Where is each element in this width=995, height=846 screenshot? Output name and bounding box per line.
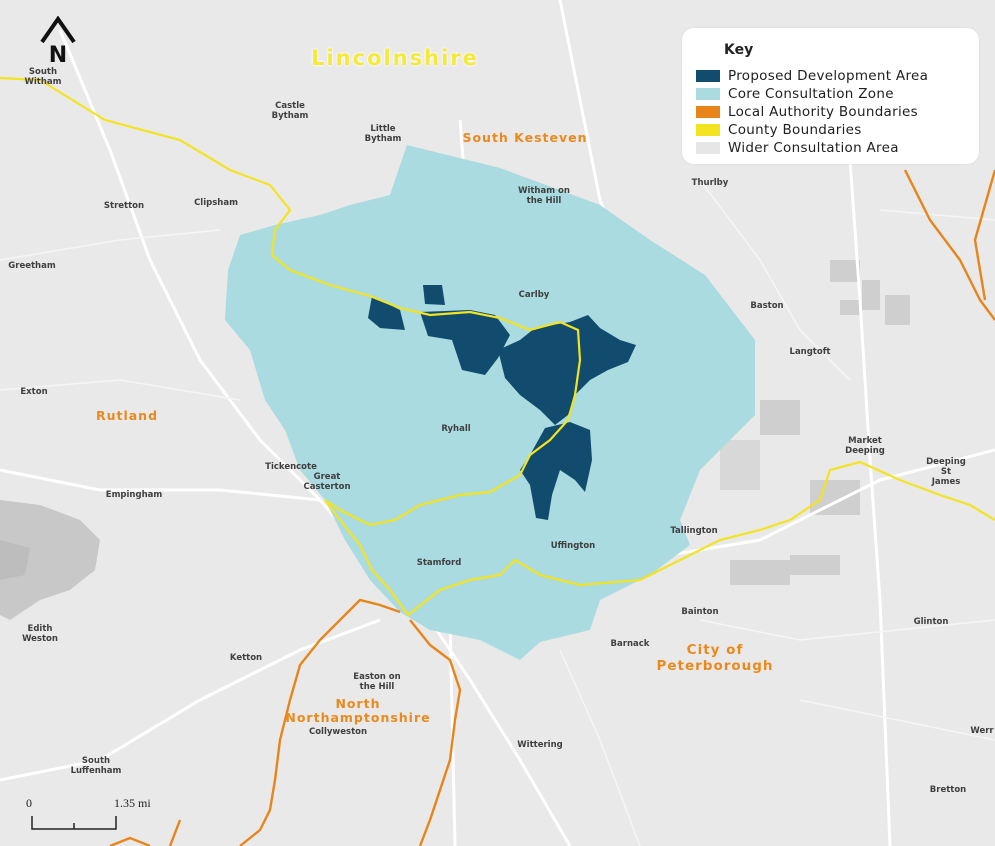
legend-label: Core Consultation Zone [728, 86, 894, 102]
region-label-north-northamptonshire: North Northamptonshire [285, 696, 431, 725]
place-label: Langtoft [789, 347, 831, 357]
minor-roads [0, 179, 995, 846]
core-consultation-zone [225, 145, 755, 660]
county-label-lincolnshire: Lincolnshire [311, 46, 479, 70]
place-label: Ketton [229, 653, 263, 663]
region-label-city-of-peterborough: City of Peterborough [656, 642, 774, 674]
proposed-development-area [368, 285, 636, 520]
place-label: Stretton [103, 201, 145, 211]
place-label: Tickencote [265, 462, 317, 472]
county-boundary [0, 76, 995, 617]
place-label: Bretton [929, 785, 967, 795]
place-label: Empingham [105, 490, 163, 500]
place-label: Barnack [610, 639, 650, 649]
legend-item-proposed-development-area: Proposed Development Area [696, 68, 928, 84]
place-label: Market Deeping [845, 436, 885, 456]
legend-title: Key [724, 42, 754, 58]
scale-start-label: 0 [26, 796, 32, 810]
place-label: Ryhall [441, 424, 471, 434]
rutland-water [0, 500, 100, 620]
legend-swatch [696, 124, 720, 136]
water-body [0, 540, 30, 580]
local-authority-boundaries [109, 169, 995, 846]
place-label: Wittering [517, 740, 563, 750]
legend-item-county-boundaries: County Boundaries [696, 122, 862, 138]
scale-end-label: 1.35 mi [114, 796, 151, 810]
legend-swatch [696, 106, 720, 118]
place-label: Easton on the Hill [353, 672, 401, 692]
place-label: Collyweston [308, 727, 368, 737]
place-label: Castle Bytham [271, 101, 309, 121]
place-label: Werr [970, 726, 994, 736]
scale-bar: 0 1.35 mi [24, 796, 164, 836]
place-label: Tallington [670, 526, 718, 536]
place-label: Baston [750, 301, 784, 311]
map-legend: Key Proposed Development Area Core Consu… [682, 28, 979, 164]
legend-item-local-authority-boundaries: Local Authority Boundaries [696, 104, 918, 120]
legend-item-wider-consultation-area: Wider Consultation Area [696, 140, 899, 156]
north-arrow: N [38, 15, 78, 68]
legend-label: Local Authority Boundaries [728, 104, 918, 120]
north-arrow-icon: N [40, 15, 76, 68]
place-label: South Luffenham [70, 756, 122, 776]
place-label: Stamford [416, 558, 462, 568]
place-label: Clipsham [194, 198, 238, 208]
place-label: Bainton [681, 607, 719, 617]
place-label: Witham on the Hill [518, 186, 570, 206]
place-label: South Witham [24, 67, 62, 87]
scale-bar-graphic [31, 816, 117, 830]
place-label: Deeping St James [926, 457, 966, 487]
north-arrow-label: N [49, 43, 67, 66]
legend-label: Wider Consultation Area [728, 140, 899, 156]
place-label: Edith Weston [22, 624, 58, 644]
urban-areas [720, 260, 910, 585]
place-label: Thurlby [691, 178, 729, 188]
legend-label: Proposed Development Area [728, 68, 929, 84]
legend-swatch [696, 142, 720, 154]
legend-label: County Boundaries [728, 122, 862, 138]
place-label: Glinton [913, 617, 949, 627]
place-label: Uffington [550, 541, 596, 551]
legend-swatch [696, 70, 720, 82]
region-label-rutland: Rutland [95, 408, 159, 423]
place-label: Exton [20, 387, 48, 397]
legend-swatch [696, 88, 720, 100]
region-label-south-kesteven: South Kesteven [462, 130, 588, 145]
place-label: Little Bytham [364, 124, 402, 144]
place-label: Carlby [518, 290, 550, 300]
place-label: Greetham [8, 261, 56, 271]
place-label: Great Casterton [303, 472, 351, 492]
legend-item-core-consultation-zone: Core Consultation Zone [696, 86, 894, 102]
